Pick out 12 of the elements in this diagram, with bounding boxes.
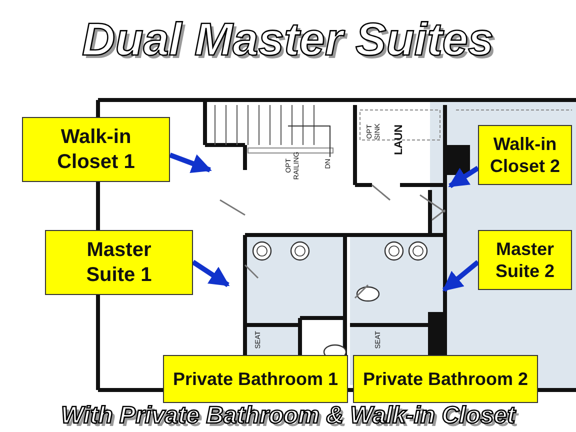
room-callout: Walk-in Closet 1 bbox=[22, 117, 170, 182]
room-label: LAUN bbox=[392, 125, 406, 156]
room-callout: Private Bathroom 1 bbox=[163, 355, 348, 403]
room-callout: Master Suite 1 bbox=[45, 230, 193, 295]
room-callout: Master Suite 2 bbox=[478, 230, 572, 290]
room-callout: Private Bathroom 2 bbox=[353, 355, 538, 403]
pointer-arrow bbox=[442, 260, 480, 292]
title-text: Dual Master Suites bbox=[82, 12, 494, 66]
pointer-arrow bbox=[169, 152, 212, 174]
pointer-arrow bbox=[192, 260, 230, 288]
room-callout: Walk-in Closet 2 bbox=[478, 125, 572, 185]
pointer-arrow bbox=[448, 166, 480, 188]
